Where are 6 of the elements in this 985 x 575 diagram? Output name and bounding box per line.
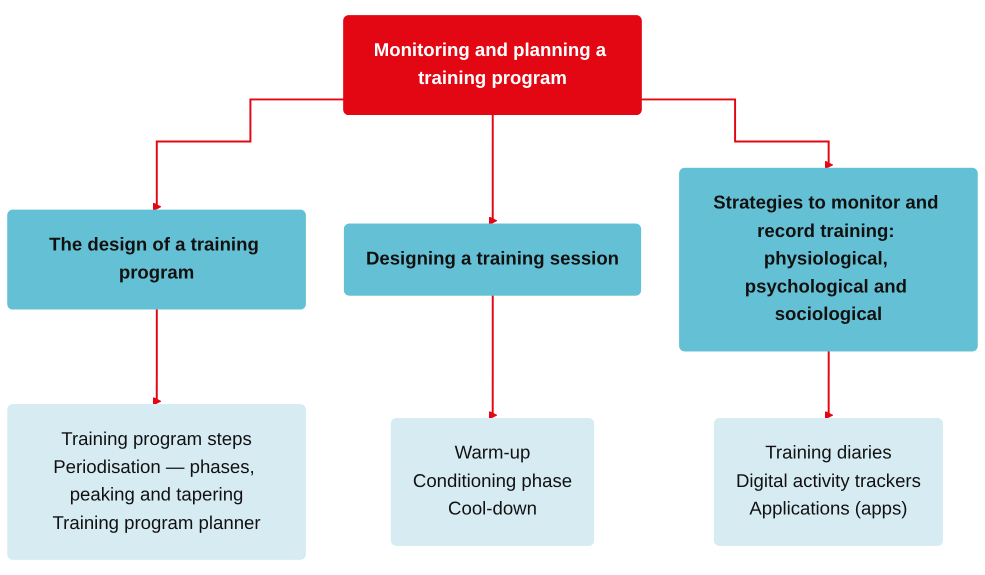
arrow (824, 350, 834, 420)
arrow (642, 98, 834, 170)
arrow (152, 308, 162, 406)
arrow (488, 294, 498, 420)
arrow (488, 114, 498, 226)
arrow (152, 98, 344, 212)
